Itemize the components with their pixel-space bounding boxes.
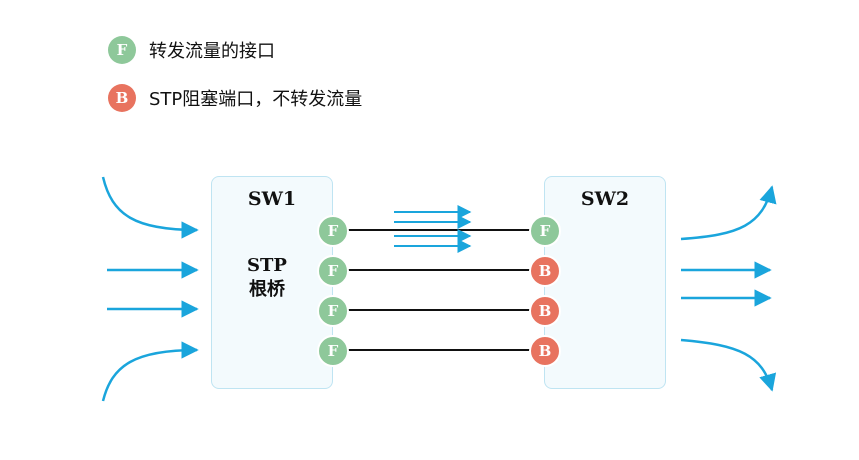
sw1-port-4: F [317, 335, 349, 367]
incoming-traffic [101, 176, 199, 402]
links [334, 229, 544, 351]
inter-switch-traffic [394, 205, 472, 253]
sw2-title: SW2 [580, 188, 630, 210]
sw1-title: SW1 [247, 188, 297, 210]
sw1-port-1: F [317, 215, 349, 247]
incoming-arrow-curve-top [101, 176, 199, 239]
switch-sw1: SW1 STP 根桥 [211, 176, 333, 389]
sw2-port-3: B [529, 295, 561, 327]
sw2-port-1: F [529, 215, 561, 247]
outgoing-arrow-curve-top [680, 185, 777, 241]
sw1-port-2: F [317, 255, 349, 287]
legend-blocked: B STP阻塞端口，不转发流量 [108, 84, 362, 112]
outgoing-traffic [680, 185, 777, 392]
switch-sw2: SW2 [544, 176, 666, 389]
root-bridge-text: 根桥 [249, 279, 285, 300]
legend-blocked-text: STP阻塞端口，不转发流量 [149, 89, 363, 110]
blocked-port-icon: B [108, 84, 136, 112]
sw2-port-2: B [529, 255, 561, 287]
sw2-port-4: B [529, 335, 561, 367]
legend-forward: F 转发流量的接口 [108, 36, 275, 64]
forward-port-icon: F [108, 36, 136, 64]
root-bridge-label: STP 根桥 [212, 254, 322, 302]
outgoing-arrow-curve-bottom [680, 338, 777, 392]
root-bridge-stp: STP [247, 255, 287, 276]
legend-forward-text: 转发流量的接口 [149, 41, 275, 62]
incoming-arrow-curve-bottom [101, 341, 199, 402]
sw1-port-3: F [317, 295, 349, 327]
